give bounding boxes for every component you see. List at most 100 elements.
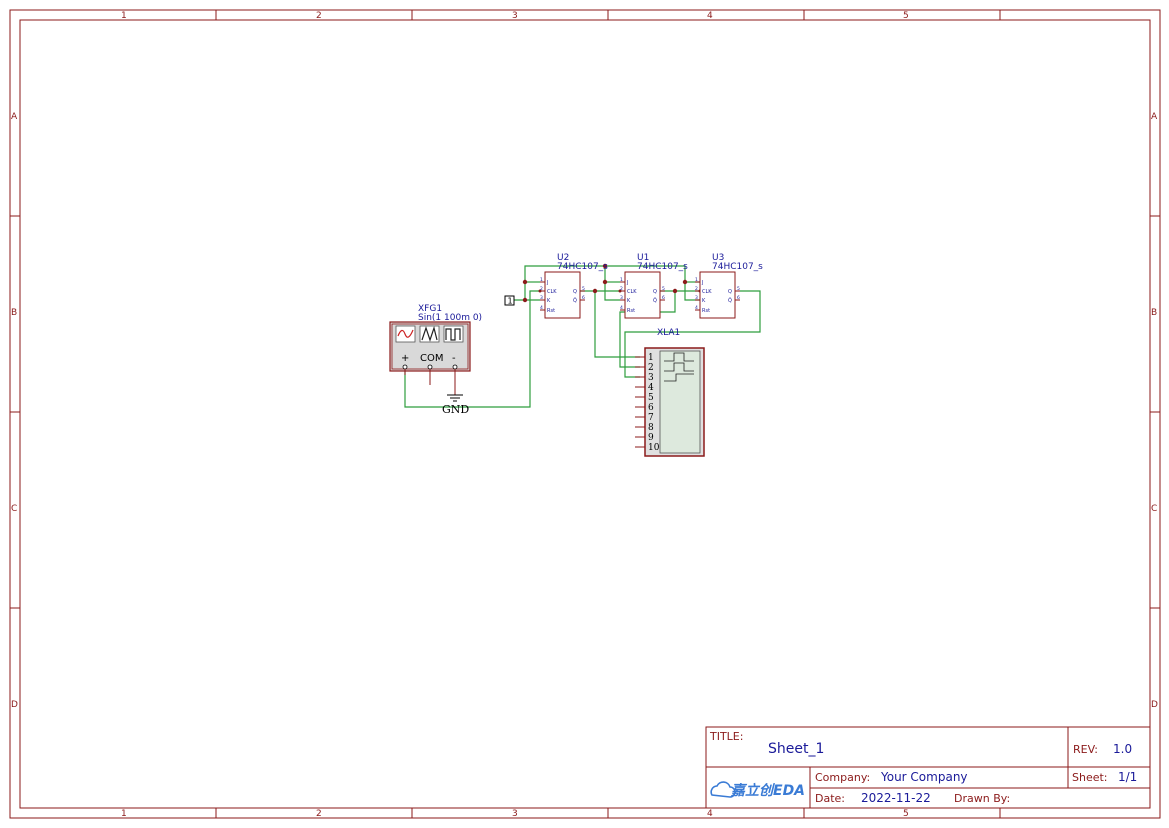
triangle-wave-icon [419,325,440,343]
svg-text:Q̄: Q̄ [728,297,732,304]
column-markers-top: 1 2 3 4 5 [121,10,1001,21]
col-label-1-bottom: 1 [121,809,127,819]
cloud-icon [710,781,736,798]
sine-wave-icon [395,325,416,343]
svg-text:K: K [627,298,631,304]
company-label: Company: [815,771,870,784]
svg-text:6: 6 [737,295,740,301]
svg-text:5: 5 [737,286,740,292]
fg-plus-label: + [401,353,409,364]
svg-text:3: 3 [695,295,698,301]
chip-u2[interactable]: U2 74HC107_s J CLK K Rst Q Q̄ 1 2 3 4 5 … [540,253,608,319]
sheet-value: 1/1 [1118,770,1137,784]
xla1-ref: XLA1 [657,328,680,338]
svg-text:Q: Q [653,289,657,295]
la-channel-pins [635,356,645,448]
fg-minus-label: - [452,353,456,364]
col-label-1: 1 [121,11,127,21]
row-label-b-right: B [1151,308,1157,318]
svg-text:J: J [626,280,628,286]
svg-text:Q: Q [728,289,732,295]
rev-label: REV: [1073,743,1098,756]
svg-text:4: 4 [695,305,698,311]
row-label-b: B [11,308,17,318]
svg-text:2: 2 [695,286,698,292]
col-label-3-bottom: 3 [512,809,518,819]
svg-text:K: K [702,298,706,304]
gnd-label: GND [442,403,469,416]
col-label-2-bottom: 2 [316,809,322,819]
col-label-3: 3 [512,11,518,21]
svg-text:CLK: CLK [627,289,637,295]
xfg1-ref: XFG1 [418,304,442,314]
constant-label: 1 [508,297,513,306]
svg-text:6: 6 [582,295,585,301]
u1-value: 74HC107_s [637,262,688,272]
title-label: TITLE: [709,730,743,743]
svg-text:8: 8 [648,423,654,433]
svg-text:4: 4 [620,305,623,311]
col-label-5: 5 [903,11,909,21]
fg-com-label: COM [420,353,443,364]
title-value: Sheet_1 [768,741,824,757]
svg-text:CLK: CLK [702,289,712,295]
svg-text:5: 5 [662,286,665,292]
svg-text:1: 1 [648,353,654,363]
easyeda-logo: 嘉立创EDA [710,781,805,799]
title-block: TITLE: Sheet_1 REV: 1.0 Company: Your Co… [705,726,1151,809]
svg-text:Rst: Rst [627,308,635,314]
chip-u3[interactable]: U3 74HC107_s J CLK K Rst Q Q̄ 1 2 3 4 5 … [695,253,763,319]
function-generator-xfg1[interactable]: XFG1 Sin(1 100m 0) + COM - [389,304,482,395]
ground-symbol: GND [442,394,469,416]
svg-text:Q̄: Q̄ [573,297,577,304]
xfg1-value: Sin(1 100m 0) [418,313,482,323]
outer-border [9,9,1161,819]
logo-text: 嘉立创EDA [730,782,805,799]
u3-ref: U3 [712,253,724,263]
u2-ref: U2 [557,253,569,263]
row-label-a-right: A [1151,112,1158,122]
svg-text:Rst: Rst [547,308,555,314]
company-value: Your Company [880,770,968,784]
row-markers-left: A B C D [10,112,20,710]
svg-text:10: 10 [648,443,660,453]
chip-u1[interactable]: U1 74HC107_s J CLK K Rst Q Q̄ 1 2 3 4 5 … [620,253,688,319]
svg-text:1: 1 [695,277,698,283]
svg-text:5: 5 [582,286,585,292]
u2-value: 74HC107_s [557,262,608,272]
svg-text:4: 4 [648,383,654,393]
row-label-a: A [11,112,18,122]
svg-text:6: 6 [648,403,654,413]
inner-border [19,19,1151,809]
col-label-5-bottom: 5 [903,809,909,819]
row-label-d: D [11,700,18,710]
svg-text:CLK: CLK [547,289,557,295]
u1-ref: U1 [637,253,649,263]
logic-analyzer-xla1[interactable]: XLA1 1 2 3 4 5 6 7 8 9 10 [635,328,705,457]
drawn-by-label: Drawn By: [954,792,1010,805]
svg-text:Rst: Rst [702,308,710,314]
date-label: Date: [815,792,845,805]
svg-text:5: 5 [648,393,654,403]
rev-value: 1.0 [1113,742,1132,756]
svg-text:K: K [547,298,551,304]
svg-text:3: 3 [540,295,543,301]
row-label-c: C [11,504,17,514]
row-label-c-right: C [1151,504,1157,514]
col-label-4-bottom: 4 [707,809,713,819]
svg-text:J: J [701,280,703,286]
svg-text:Q: Q [573,289,577,295]
svg-text:Q̄: Q̄ [653,297,657,304]
svg-text:1: 1 [540,277,543,283]
constant-source[interactable]: 1 [504,295,515,306]
row-label-d-right: D [1151,700,1158,710]
sheet-label: Sheet: [1072,771,1108,784]
svg-text:1: 1 [620,277,623,283]
svg-text:2: 2 [648,363,654,373]
svg-text:9: 9 [648,433,654,443]
date-value: 2022-11-22 [861,791,931,805]
column-markers-bottom: 1 2 3 4 5 [121,808,1001,819]
row-markers-right: A B C D [1150,112,1160,710]
u3-value: 74HC107_s [712,262,763,272]
